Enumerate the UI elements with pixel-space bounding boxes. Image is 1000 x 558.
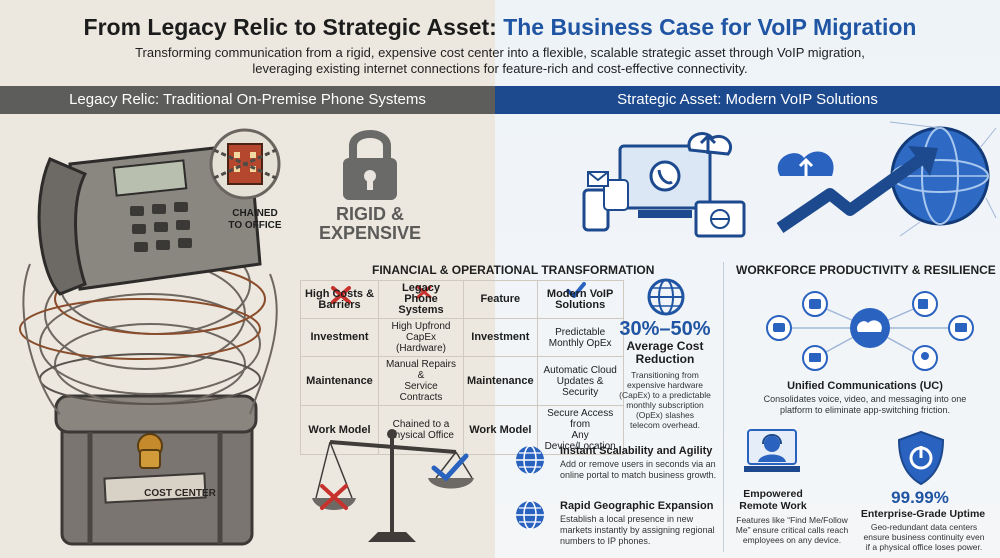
expansion-description: Establish a local presence in new market… <box>560 514 715 546</box>
table-cell: Maintenance <box>300 356 379 406</box>
desk-phone-icon <box>37 142 262 296</box>
page-subtitle: Transforming communication from a rigid,… <box>135 45 865 76</box>
cost-center-chest-icon <box>54 394 258 546</box>
table-row: Maintenance Manual Repairs &Service Cont… <box>300 356 624 406</box>
email-icon <box>587 171 609 187</box>
cloud-upload-icon <box>777 151 834 176</box>
transformation-heading: FINANCIAL & OPERATIONAL TRANSFORMATION <box>372 263 655 277</box>
table-cell: Investment <box>300 318 379 357</box>
shield-icon <box>897 430 945 486</box>
mobile-phone-icon <box>582 179 629 232</box>
globe-icon <box>516 445 544 475</box>
table-cell: Manual Repairs &Service Contracts <box>378 356 464 406</box>
remote-work-title: Empowered Remote Work <box>739 488 807 512</box>
padlock-icon <box>343 130 397 200</box>
table-row: Investment High Upfrond CapEx(Hardware) … <box>300 318 624 357</box>
globe-monitor-icon <box>694 200 746 238</box>
uc-title: Unified Communications (UC) <box>787 380 943 392</box>
table-cell: Investment <box>463 318 538 357</box>
uptime-title: Enterprise-Grade Uptime <box>860 508 986 520</box>
growth-arrow-icon <box>776 146 938 233</box>
expansion-title: Rapid Geographic Expansion <box>560 500 714 512</box>
chained-label: CHAINED TO OFFICE <box>228 208 282 231</box>
table-cell: High Upfrond CapEx(Hardware) <box>378 318 464 357</box>
workforce-heading: WORKFORCE PRODUCTIVITY & RESILIENCE <box>736 263 996 277</box>
globe-icon <box>647 278 685 316</box>
remote-work-description: Features like “Find Me/Follow Me” ensure… <box>735 515 849 545</box>
globe-icon <box>516 500 544 530</box>
uptime-description: Geo-redundant data centers ensure busine… <box>863 522 985 552</box>
chained-building-icon <box>209 128 281 200</box>
cost-reduction-label: Average Cost Reduction <box>626 339 704 366</box>
cost-reduction-stat: 30%–50% <box>619 318 711 340</box>
table-cell: Maintenance <box>463 356 538 406</box>
table-header-cell: Feature <box>463 280 538 319</box>
person-headset-icon <box>744 429 800 472</box>
growth-globe-illustration <box>776 121 997 237</box>
network-globe-icon <box>889 121 997 237</box>
table-cell: Work Model <box>300 405 379 455</box>
legacy-phone-illustration <box>19 128 281 546</box>
cloud-upload-small-icon <box>687 132 733 156</box>
table-header-cell: High Costs &Barriers <box>300 280 379 319</box>
unified-communications-hub <box>766 291 974 371</box>
cost-reduction-description: Transitioning from expensive hardware (C… <box>619 370 711 430</box>
section-divider <box>723 262 724 552</box>
scalability-description: Add or remove users in seconds via an on… <box>560 459 717 480</box>
voip-devices-illustration <box>582 132 746 238</box>
voip-banner: Strategic Asset: Modern VoIP Solutions <box>495 86 1000 114</box>
scalability-title: Instant Scalability and Agility <box>560 445 713 457</box>
uptime-stat: 99.99% <box>891 488 949 507</box>
scale-icon <box>312 429 474 542</box>
cost-center-label: COST CENTER <box>144 488 216 499</box>
rigid-expensive-label: RIGID & EXPENSIVE <box>318 204 422 243</box>
uc-description: Consolidates voice, video, and messaging… <box>763 394 967 415</box>
table-cell: Work Model <box>463 405 538 455</box>
page-title: From Legacy Relic to Strategic Asset: Th… <box>83 14 917 40</box>
legacy-banner: Legacy Relic: Traditional On-Premise Pho… <box>0 86 495 114</box>
laptop-icon <box>618 144 712 218</box>
